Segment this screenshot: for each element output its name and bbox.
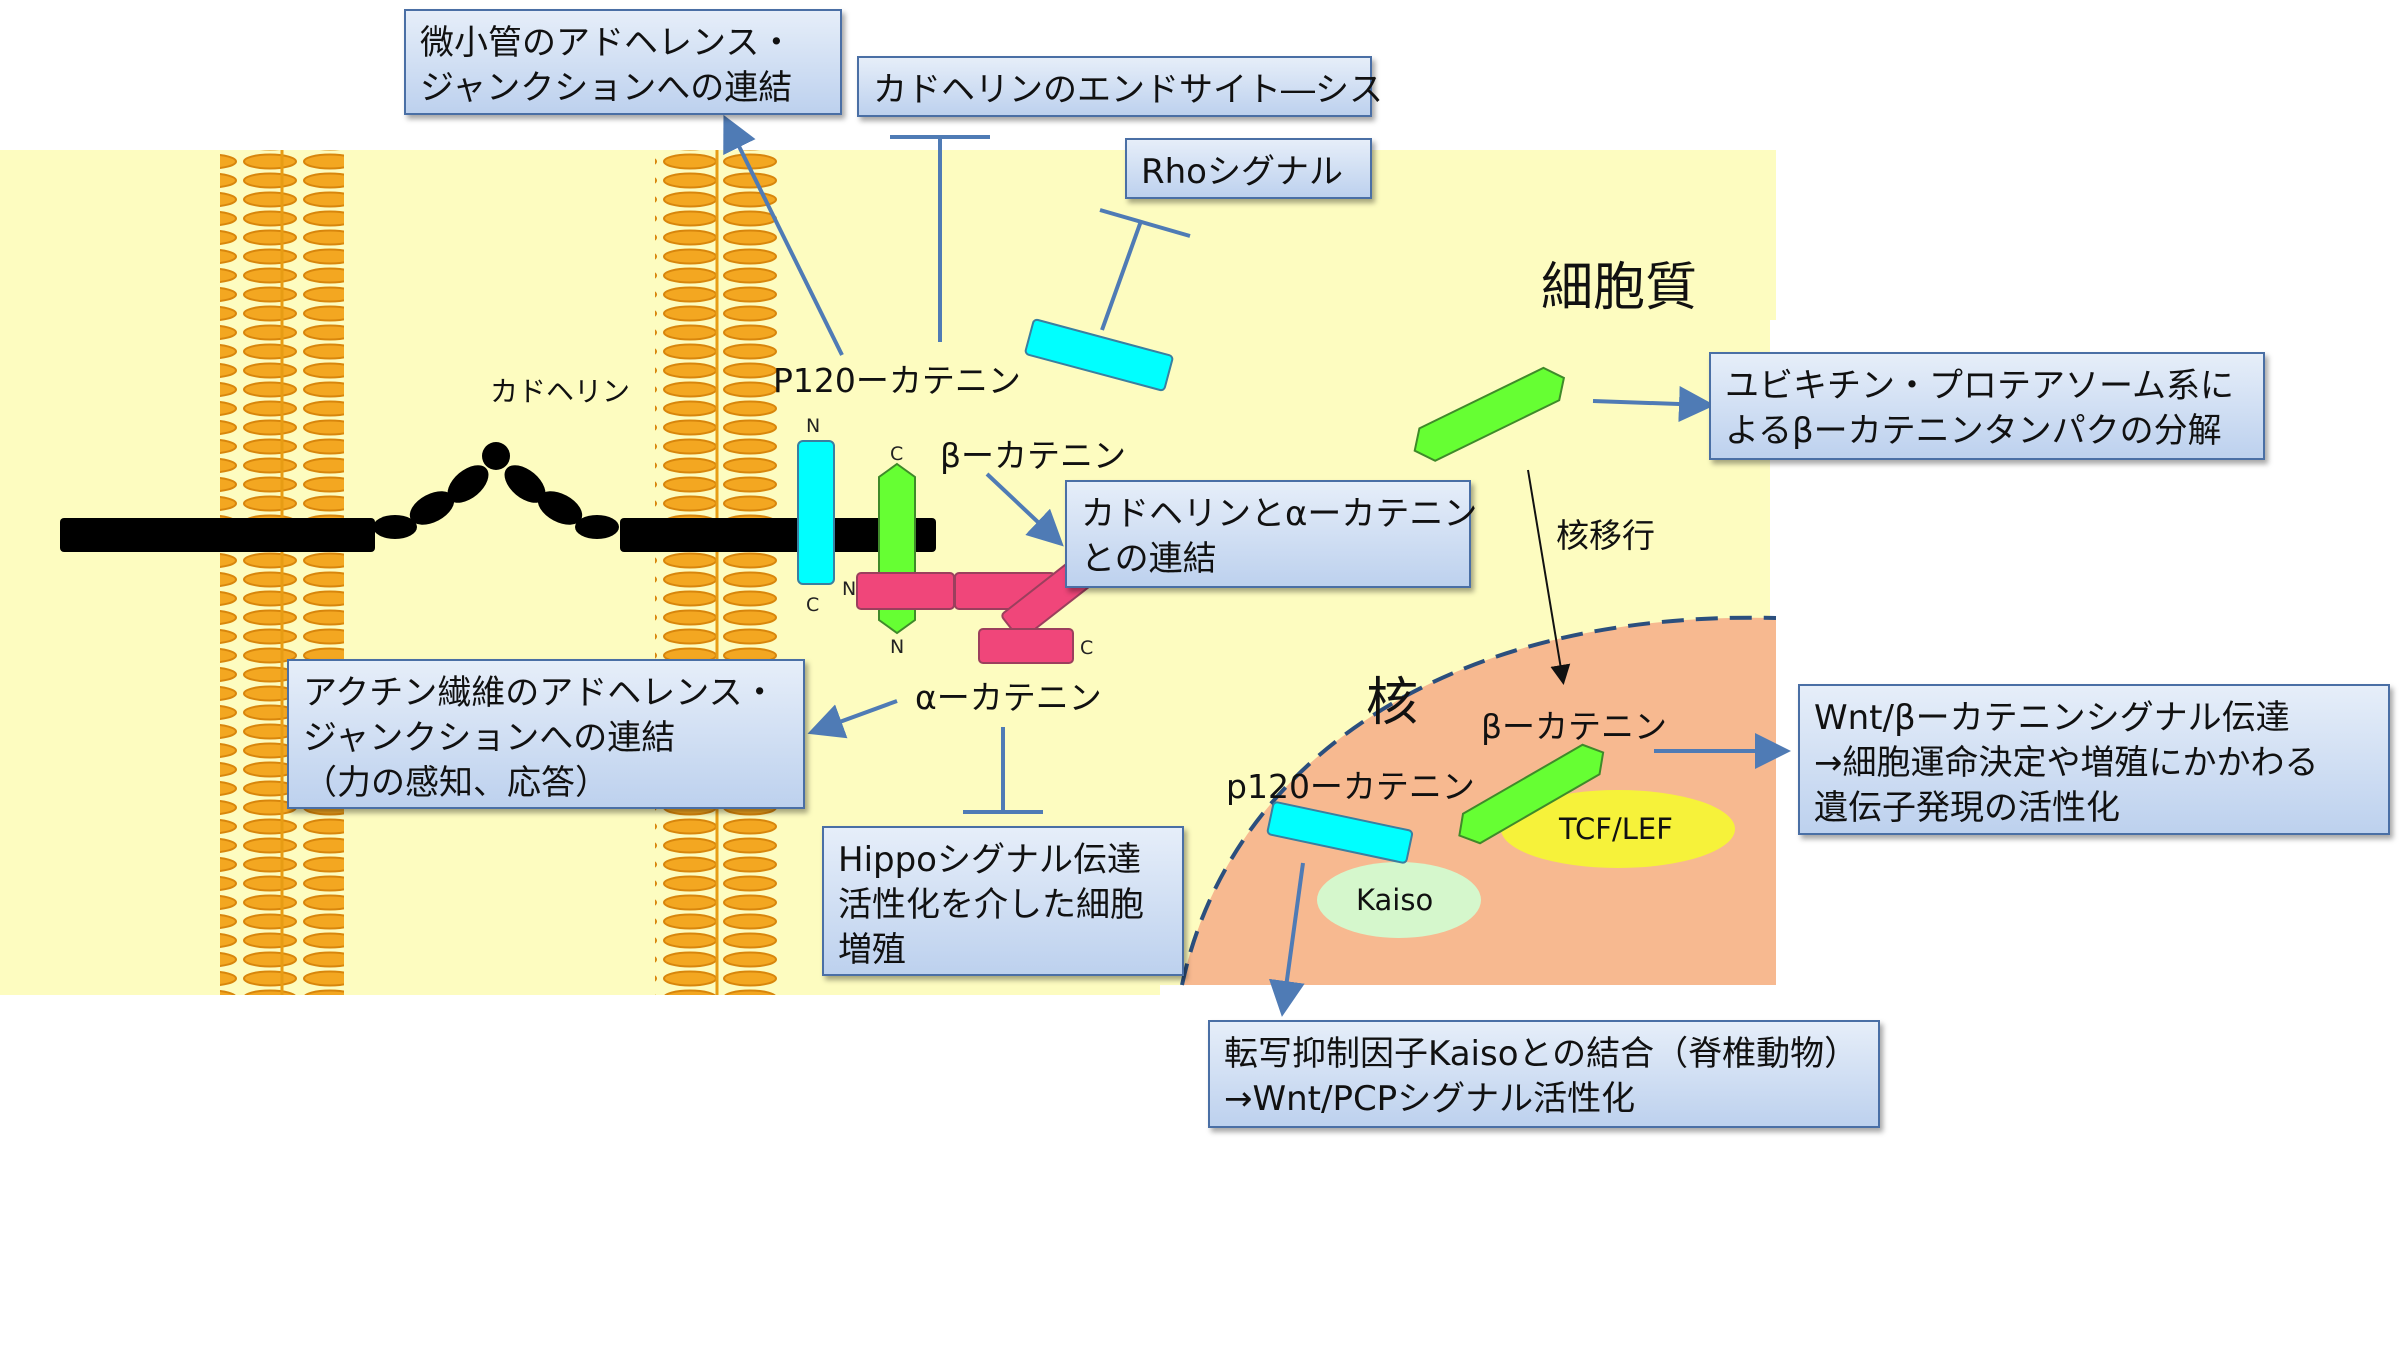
box-line: との連結 bbox=[1081, 539, 1217, 579]
tcf-lef-shape bbox=[1501, 790, 1735, 868]
alpha-n-terminus: N bbox=[842, 578, 856, 600]
p120-c-terminus: C bbox=[806, 594, 819, 616]
arrow-beta-to-ubiquitin bbox=[1592, 386, 1715, 423]
free-beta-catenin-shape bbox=[1413, 366, 1566, 462]
box-line: →細胞運命決定や増殖にかかわる bbox=[1814, 743, 2319, 783]
nuclear-p120-catenin-label: p120ーカテニン bbox=[1226, 767, 1475, 806]
p120-catenin-shape bbox=[797, 440, 835, 585]
cytoplasm-label: 細胞質 bbox=[1541, 258, 1697, 318]
inhibit-p120-rho bbox=[1100, 220, 1143, 331]
rho-signal-box: Rhoシグナル bbox=[1125, 138, 1372, 199]
wnt-signal-box: Wnt/βーカテニンシグナル伝達 →細胞運命決定や増殖にかかわる 遺伝子発現の活… bbox=[1798, 684, 2390, 835]
box-line: 増殖 bbox=[838, 930, 906, 970]
p120-catenin-label: P120ーカテニン bbox=[773, 361, 1021, 400]
arrow-alpha-to-actin bbox=[807, 699, 898, 739]
box-line: アクチン繊維のアドヘレンス・ bbox=[303, 673, 777, 713]
arrow-p120-to-microtubule bbox=[723, 114, 844, 356]
box-line: ジャンクションへの連結 bbox=[303, 718, 676, 758]
kaiso-binding-box: 転写抑制因子Kaisoとの結合（脊椎動物） →Wnt/PCPシグナル活性化 bbox=[1208, 1020, 1880, 1128]
alpha-c-terminus: C bbox=[1080, 637, 1093, 659]
box-line: Hippoシグナル伝達 bbox=[838, 840, 1141, 880]
box-line: 遺伝子発現の活性化 bbox=[1814, 788, 2120, 828]
inhibit-bar-rho bbox=[1099, 208, 1191, 238]
box-line: カドヘリンのエンドサイト―シス bbox=[873, 70, 1383, 110]
nucleus-label: 核 bbox=[1366, 673, 1418, 733]
beta-c-terminus: C bbox=[890, 443, 903, 465]
cadherin-molecule bbox=[60, 442, 936, 552]
box-line: 微小管のアドヘレンス・ bbox=[420, 23, 794, 63]
membrane-right bbox=[655, 150, 779, 995]
alpha-catenin-label: αーカテニン bbox=[915, 678, 1102, 717]
nuclear-envelope bbox=[1180, 615, 1777, 986]
cadherin-alpha-link-box: カドヘリンとαーカテニン との連結 bbox=[1065, 480, 1478, 588]
arrow-p120-to-kaiso-box bbox=[1268, 862, 1305, 1017]
box-line: Rhoシグナル bbox=[1141, 152, 1343, 192]
arrow-nuclear-translocation bbox=[1527, 469, 1571, 685]
box-line: （力の感知、応答） bbox=[303, 763, 609, 803]
beta-n-terminus: N bbox=[890, 636, 904, 658]
nuclear-p120-catenin-shape bbox=[1266, 801, 1414, 864]
box-line: 転写抑制因子Kaisoとの結合（脊椎動物） bbox=[1224, 1034, 1859, 1074]
box-line: カドヘリンとαーカテニン bbox=[1081, 494, 1478, 534]
free-p120-catenin-shape bbox=[1024, 318, 1174, 392]
endocytosis-box: カドヘリンのエンドサイト―シス bbox=[857, 56, 1383, 117]
membrane-left bbox=[220, 150, 344, 995]
nuclear-translocation-label: 核移行 bbox=[1556, 516, 1655, 555]
tcf-lef-label: TCF/LEF bbox=[1558, 812, 1673, 846]
arrow-beta-to-cadherin-alpha bbox=[985, 472, 1064, 547]
box-line: 活性化を介した細胞 bbox=[838, 885, 1144, 925]
kaiso-shape bbox=[1317, 862, 1481, 938]
p120-n-terminus: N bbox=[806, 415, 820, 437]
hippo-signal-box: Hippoシグナル伝達 活性化を介した細胞 増殖 bbox=[822, 826, 1184, 976]
box-line: よるβーカテニンタンパクの分解 bbox=[1725, 411, 2222, 451]
ubiquitin-proteasome-box: ユビキチン・プロテアソーム系に よるβーカテニンタンパクの分解 bbox=[1709, 352, 2265, 460]
box-line: Wnt/βーカテニンシグナル伝達 bbox=[1814, 698, 2290, 738]
cadherin-label: カドヘリン bbox=[490, 375, 630, 408]
beta-catenin-label: βーカテニン bbox=[940, 436, 1126, 475]
box-line: →Wnt/PCPシグナル活性化 bbox=[1224, 1079, 1636, 1119]
box-line: ジャンクションへの連結 bbox=[420, 68, 793, 108]
box-line: ユビキチン・プロテアソーム系に bbox=[1725, 366, 2234, 406]
nuclear-beta-catenin-shape bbox=[1458, 743, 1605, 845]
actin-linkage-box: アクチン繊維のアドヘレンス・ ジャンクションへの連結 （力の感知、応答） bbox=[287, 659, 805, 809]
microtubule-box: 微小管のアドヘレンス・ ジャンクションへの連結 bbox=[404, 9, 842, 115]
kaiso-label: Kaiso bbox=[1356, 883, 1433, 917]
nuclear-beta-catenin-label: βーカテニン bbox=[1481, 707, 1667, 746]
